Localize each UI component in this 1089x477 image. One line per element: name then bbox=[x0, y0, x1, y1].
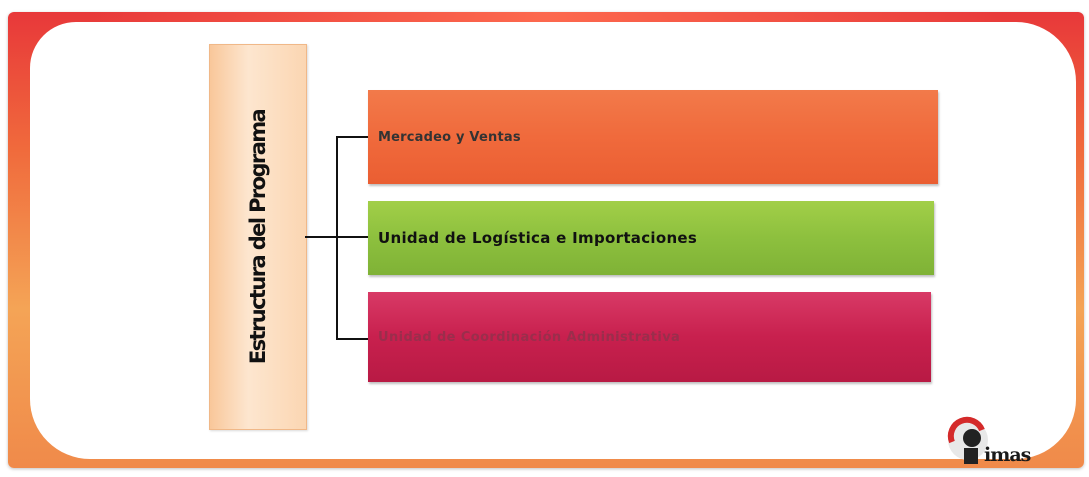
connector-vertical bbox=[336, 136, 338, 340]
imas-logo-icon bbox=[947, 416, 988, 464]
connector-branch-1 bbox=[336, 136, 368, 138]
diagram-title: Estructura del Programa bbox=[246, 109, 270, 365]
item-label-mercadeo: Mercadeo y Ventas bbox=[378, 129, 521, 145]
program-structure-box: Estructura del Programa bbox=[209, 44, 307, 430]
item-label-coordinacion: Unidad de Coordinación Administrativa bbox=[378, 329, 681, 345]
box-logistica-importaciones: Unidad de Logística e Importaciones bbox=[368, 201, 934, 275]
item-label-logistica: Unidad de Logística e Importaciones bbox=[378, 229, 698, 247]
box-mercadeo-ventas: Mercadeo y Ventas bbox=[368, 90, 938, 184]
connector-trunk-horizontal bbox=[305, 236, 337, 238]
imas-logo: imas bbox=[942, 416, 1082, 470]
logo-wordmark: imas bbox=[984, 444, 1031, 466]
connector-branch-3 bbox=[336, 338, 368, 340]
box-coordinacion-administrativa: Unidad de Coordinación Administrativa bbox=[368, 292, 931, 382]
connector-branch-2 bbox=[336, 236, 368, 238]
